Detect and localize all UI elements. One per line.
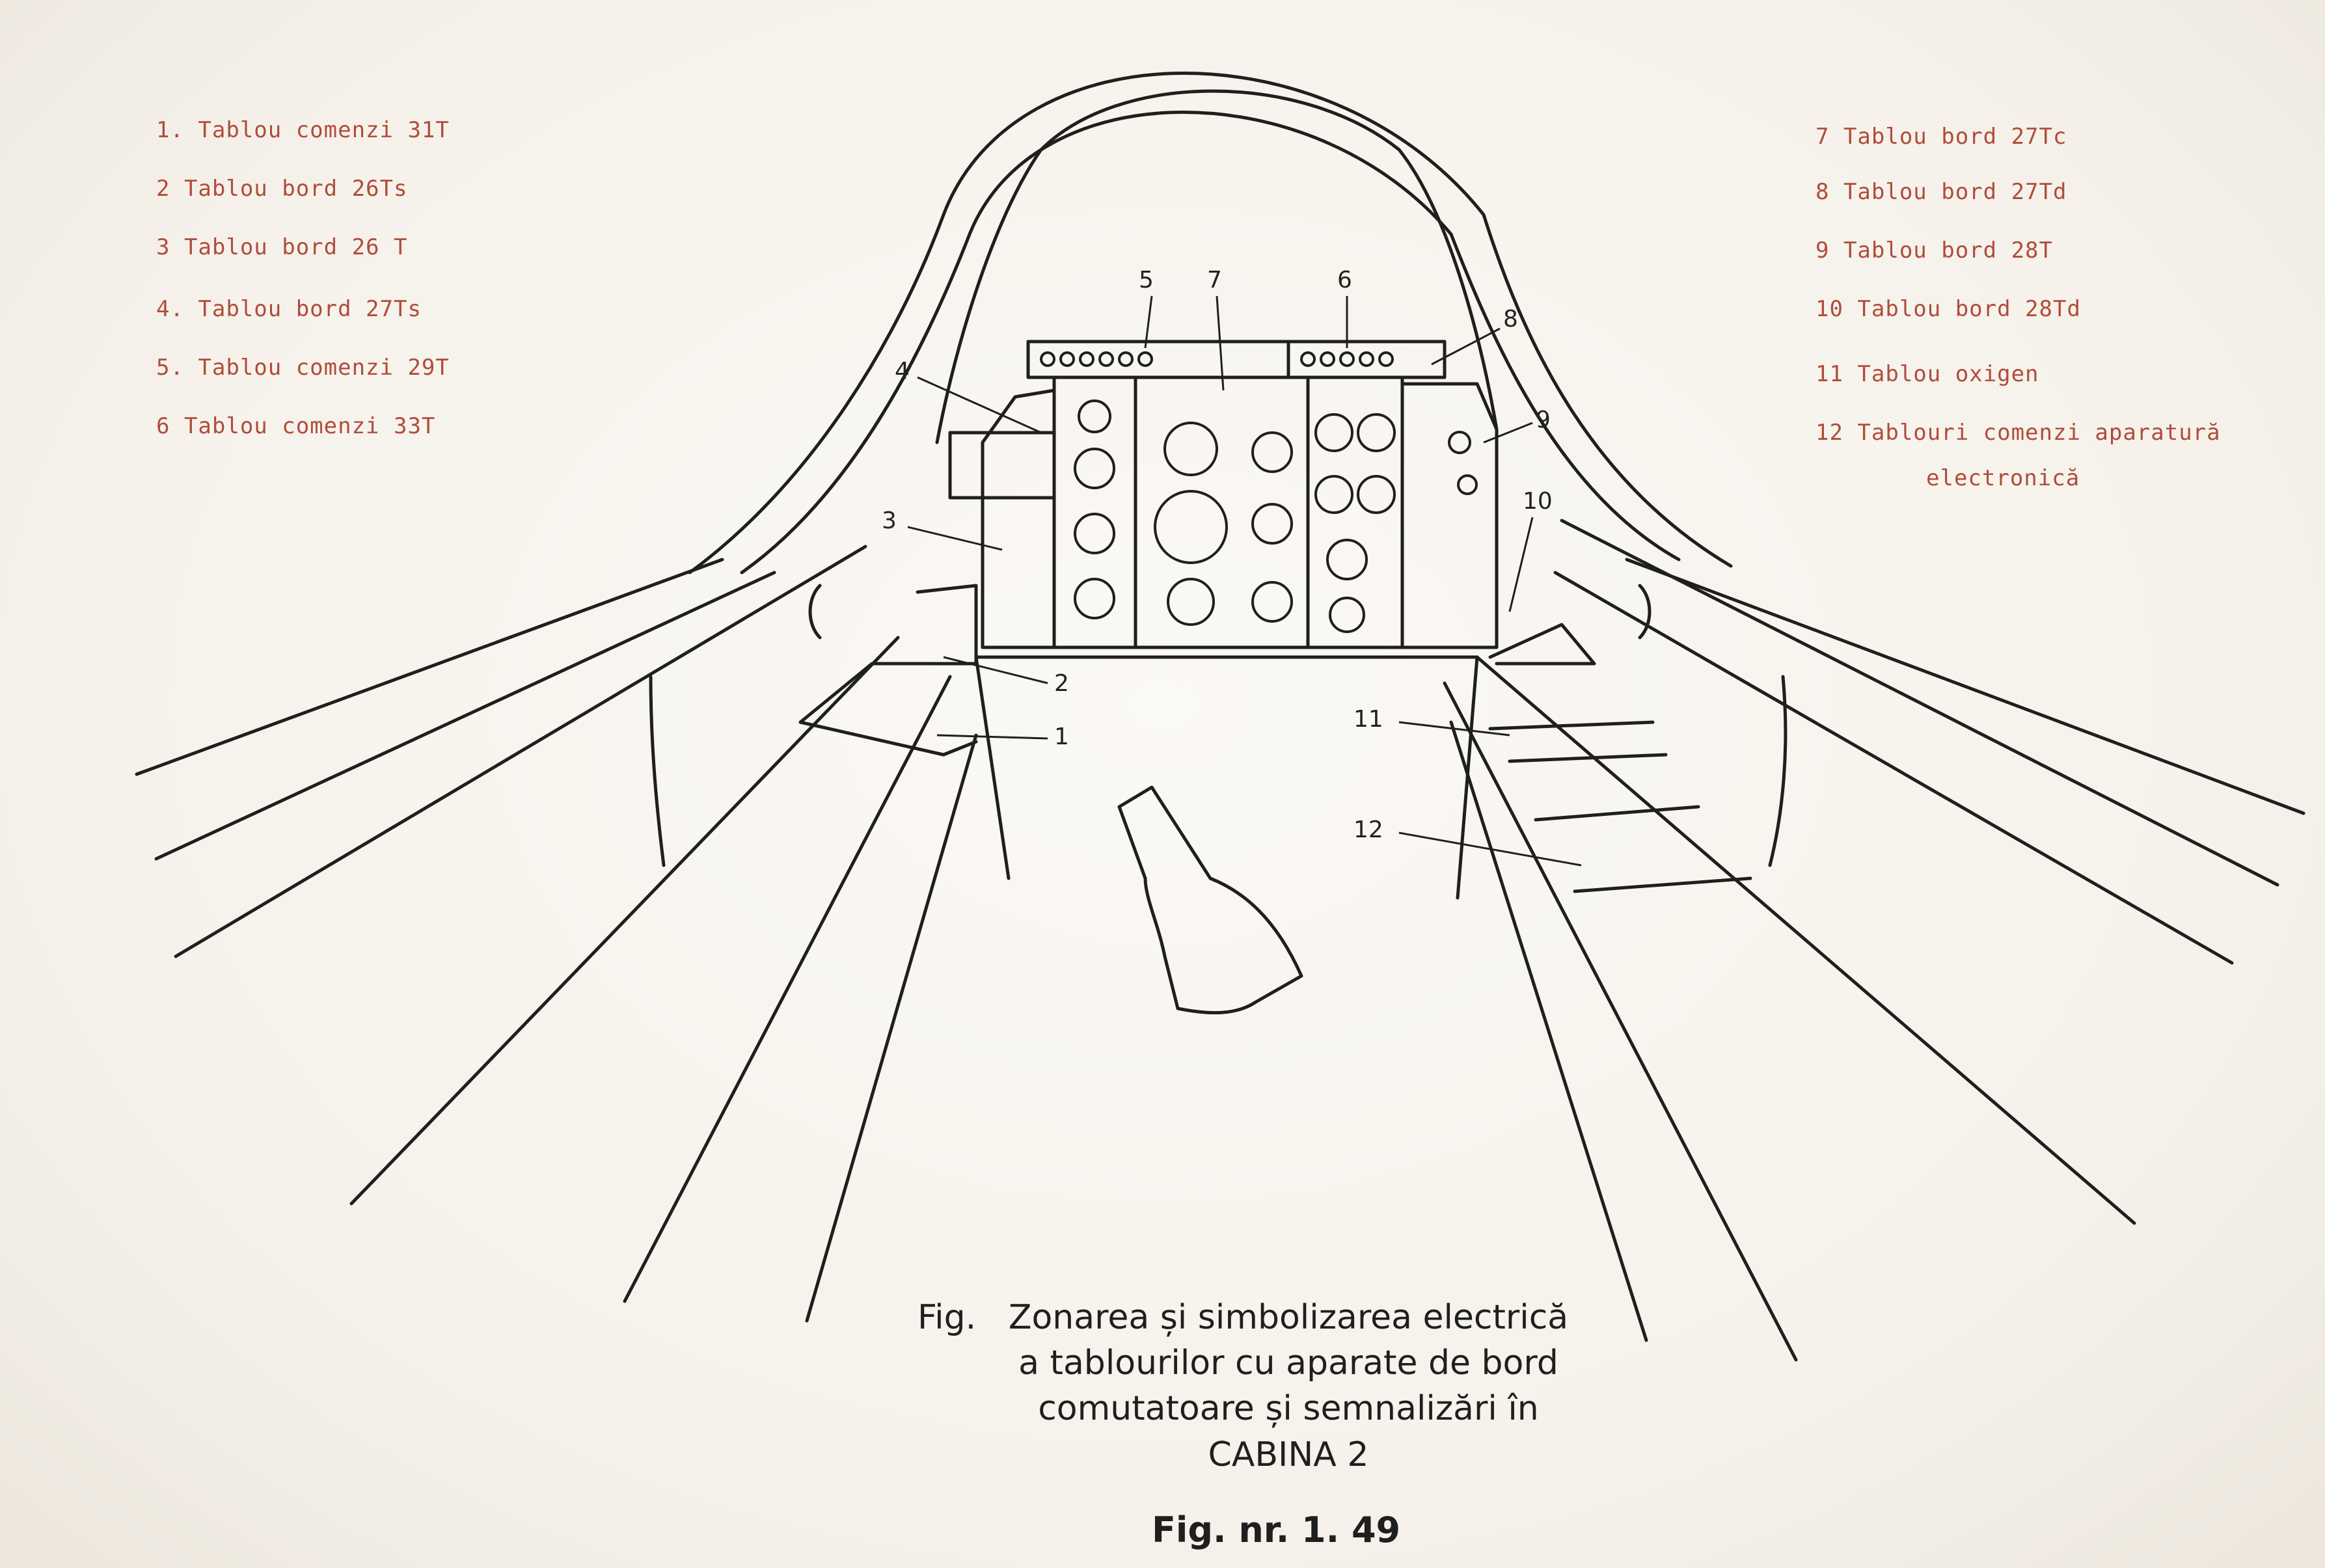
canopy-inner-arch <box>935 89 1499 444</box>
callout-5: 5 <box>1139 267 1154 293</box>
dial <box>1154 490 1228 564</box>
right-rail-1 <box>1625 558 2305 815</box>
panel-left-wing <box>981 388 1056 649</box>
left-console <box>798 584 978 757</box>
dial <box>1167 578 1215 626</box>
panel-right-wing <box>1400 382 1499 649</box>
caption-line: comutatoare și semnalizări în <box>1038 1389 1539 1429</box>
dial <box>1078 399 1111 433</box>
callout-4: 4 <box>895 358 910 385</box>
dial <box>1074 448 1115 489</box>
right-console <box>1488 623 1596 666</box>
floor-left-edge <box>974 655 1011 880</box>
dial <box>1357 475 1396 514</box>
right-stripe-4 <box>1573 876 1752 893</box>
control-stick <box>1117 785 1303 1015</box>
leader-11 <box>1398 721 1510 737</box>
left-rail-4 <box>349 636 900 1206</box>
legend-item: 7 Tablou bord 27Tc <box>1815 124 2067 150</box>
dial <box>1074 513 1115 554</box>
right-wall-curve <box>1768 675 1788 867</box>
callout-11: 11 <box>1353 706 1383 733</box>
callout-9: 9 <box>1536 407 1551 433</box>
right-rail-2 <box>1560 519 2279 887</box>
legend-item: 11 Tablou oxigen <box>1815 361 2039 387</box>
callout-12: 12 <box>1353 817 1383 843</box>
right-handle <box>1638 584 1652 640</box>
leader-5 <box>1144 295 1153 349</box>
panel-right-section <box>1306 375 1404 649</box>
dial <box>1314 413 1353 452</box>
side-box-left <box>948 431 1056 500</box>
caption-line: CABINA 2 <box>1208 1435 1369 1474</box>
leader-1 <box>936 734 1048 740</box>
floor-right-edge <box>1456 655 1479 900</box>
leader-7 <box>1216 295 1225 391</box>
legend-item: 5. Tablou comenzi 29T <box>156 355 450 381</box>
figure-number: Fig. nr. 1. 49 <box>1152 1509 1401 1550</box>
left-rail-5 <box>623 675 952 1303</box>
canopy-outer-arch <box>688 72 1733 574</box>
panel-left-section <box>1052 375 1137 649</box>
caption-line: Zonarea și simbolizarea electrică <box>1008 1298 1569 1337</box>
canopy-middle-arch <box>740 111 1681 574</box>
legend-item: 6 Tablou comenzi 33T <box>156 413 436 439</box>
legend-item: 3 Tablou bord 26 T <box>156 234 408 260</box>
right-rail-3 <box>1553 571 2234 965</box>
right-stripe-2 <box>1508 753 1668 763</box>
right-rail-5 <box>1443 681 1798 1362</box>
dial <box>1074 578 1115 619</box>
legend-item: 12 Tablouri comenzi aparatură <box>1815 420 2221 446</box>
left-rail-2 <box>154 571 776 861</box>
dial <box>1163 422 1218 476</box>
dial <box>1326 539 1368 580</box>
dial <box>1251 503 1293 545</box>
legend-item: 8 Tablou bord 27Td <box>1815 179 2067 205</box>
dial <box>1251 581 1293 623</box>
callout-6: 6 <box>1337 267 1352 293</box>
leader-3 <box>907 526 1003 551</box>
legend-item: 9 Tablou bord 28T <box>1815 237 2053 264</box>
caption-line: a tablourilor cu aparate de bord <box>1018 1344 1558 1383</box>
legend-item: 4. Tablou bord 27Ts <box>156 296 422 322</box>
leader-2 <box>943 656 1048 684</box>
callout-8: 8 <box>1503 306 1518 332</box>
dial <box>1329 597 1365 633</box>
leader-12 <box>1398 831 1582 867</box>
callout-10: 10 <box>1523 488 1553 515</box>
dial <box>1314 475 1353 514</box>
leader-9 <box>1483 422 1533 444</box>
callout-7: 7 <box>1207 267 1222 293</box>
left-rail-3 <box>174 545 867 958</box>
dial <box>1251 431 1293 473</box>
leader-8 <box>1431 327 1501 366</box>
right-stripe-1 <box>1488 720 1655 731</box>
legend-item: 1. Tablou comenzi 31T <box>156 117 450 143</box>
legend-item: 2 Tablou bord 26Ts <box>156 176 408 202</box>
caption-prefix: Fig. <box>918 1298 977 1337</box>
panel-center-section <box>1134 375 1310 649</box>
left-rail-6 <box>805 733 978 1323</box>
legend-item: 10 Tablou bord 28Td <box>1815 296 2081 322</box>
right-rail-6 <box>1449 720 1648 1342</box>
leader-4 <box>917 376 1042 434</box>
top-strip-panel <box>1026 340 1447 379</box>
left-handle <box>808 584 822 640</box>
right-stripe-3 <box>1534 805 1700 822</box>
dial <box>1448 431 1471 454</box>
figure-caption: Zonarea și simbolizarea electrică a tabl… <box>1002 1295 1575 1478</box>
dial <box>1357 413 1396 452</box>
right-rail-4 <box>1475 655 2136 1225</box>
left-rail-1 <box>135 558 724 776</box>
callout-1: 1 <box>1054 723 1069 750</box>
leader-10 <box>1508 517 1534 612</box>
legend-item: electronică <box>1926 465 2080 491</box>
callout-3: 3 <box>882 507 897 534</box>
dial <box>1457 474 1478 495</box>
left-wall-curve <box>649 675 666 867</box>
callout-2: 2 <box>1054 670 1069 697</box>
